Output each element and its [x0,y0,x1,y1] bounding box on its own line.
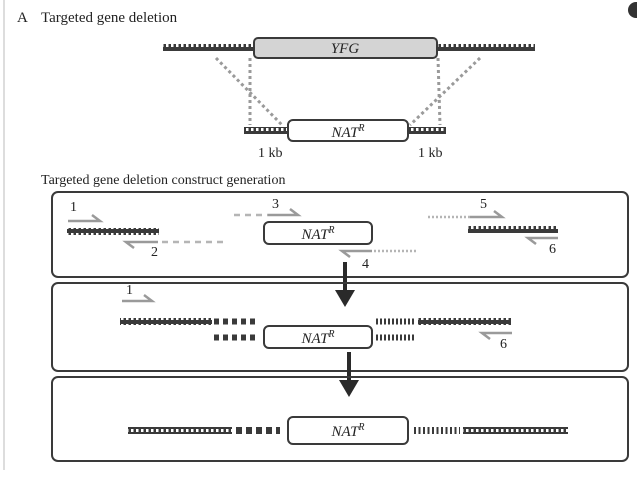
svg-text:NATR: NATR [300,329,334,347]
flank-label-left: 1 kb [258,146,283,161]
nat-label: NATR [330,123,364,141]
genomic-locus: YFG [163,37,535,59]
step-arrow-down-icon [339,352,359,397]
nat-marker-box [287,119,409,142]
pcr-step-panel [51,191,629,278]
primer-4-arrow [338,249,372,258]
fusion-pcr-content: 1 NATR 6 [120,283,512,352]
final-construct-content: NATR [128,416,568,445]
primer-5-arrow [470,210,506,219]
svg-text:1: 1 [126,283,133,298]
fusion-pcr-panel [51,282,629,372]
homology-lines [214,56,482,127]
primer-2-arrow [122,240,158,249]
primer-3-label: 3 [272,197,279,212]
svg-text:6: 6 [500,337,507,352]
primer-1-label: 1 [70,200,77,215]
primer-2-label: 2 [151,245,158,260]
primer-6-arrow [524,236,558,245]
right-flank-dna [435,44,535,51]
step-arrow-down-icon [335,262,355,307]
primer-1-arrow [68,214,104,223]
primer-3-arrow [268,208,302,217]
primer-4-label: 4 [362,257,369,272]
corner-badge [628,2,637,18]
figure-title: Targeted gene deletion [41,10,178,26]
primer-5-label: 5 [480,197,487,212]
svg-text:NATR: NATR [300,225,334,243]
panel-label: A [17,10,28,26]
flank-label-right: 1 kb [418,146,443,161]
yfg-label: YFG [331,41,360,57]
pcr-step-content: 1 2 3 NATR 4 5 6 [67,197,558,272]
yfg-gene-box [253,37,438,59]
primer-6-label: 6 [549,242,556,257]
svg-text:NATR: NATR [330,422,364,440]
construct-subtitle: Targeted gene deletion construct generat… [41,173,285,188]
deletion-cassette: NATR 1 kb 1 kb [244,119,446,161]
final-construct-panel [51,376,629,462]
left-flank-dna [163,44,255,51]
